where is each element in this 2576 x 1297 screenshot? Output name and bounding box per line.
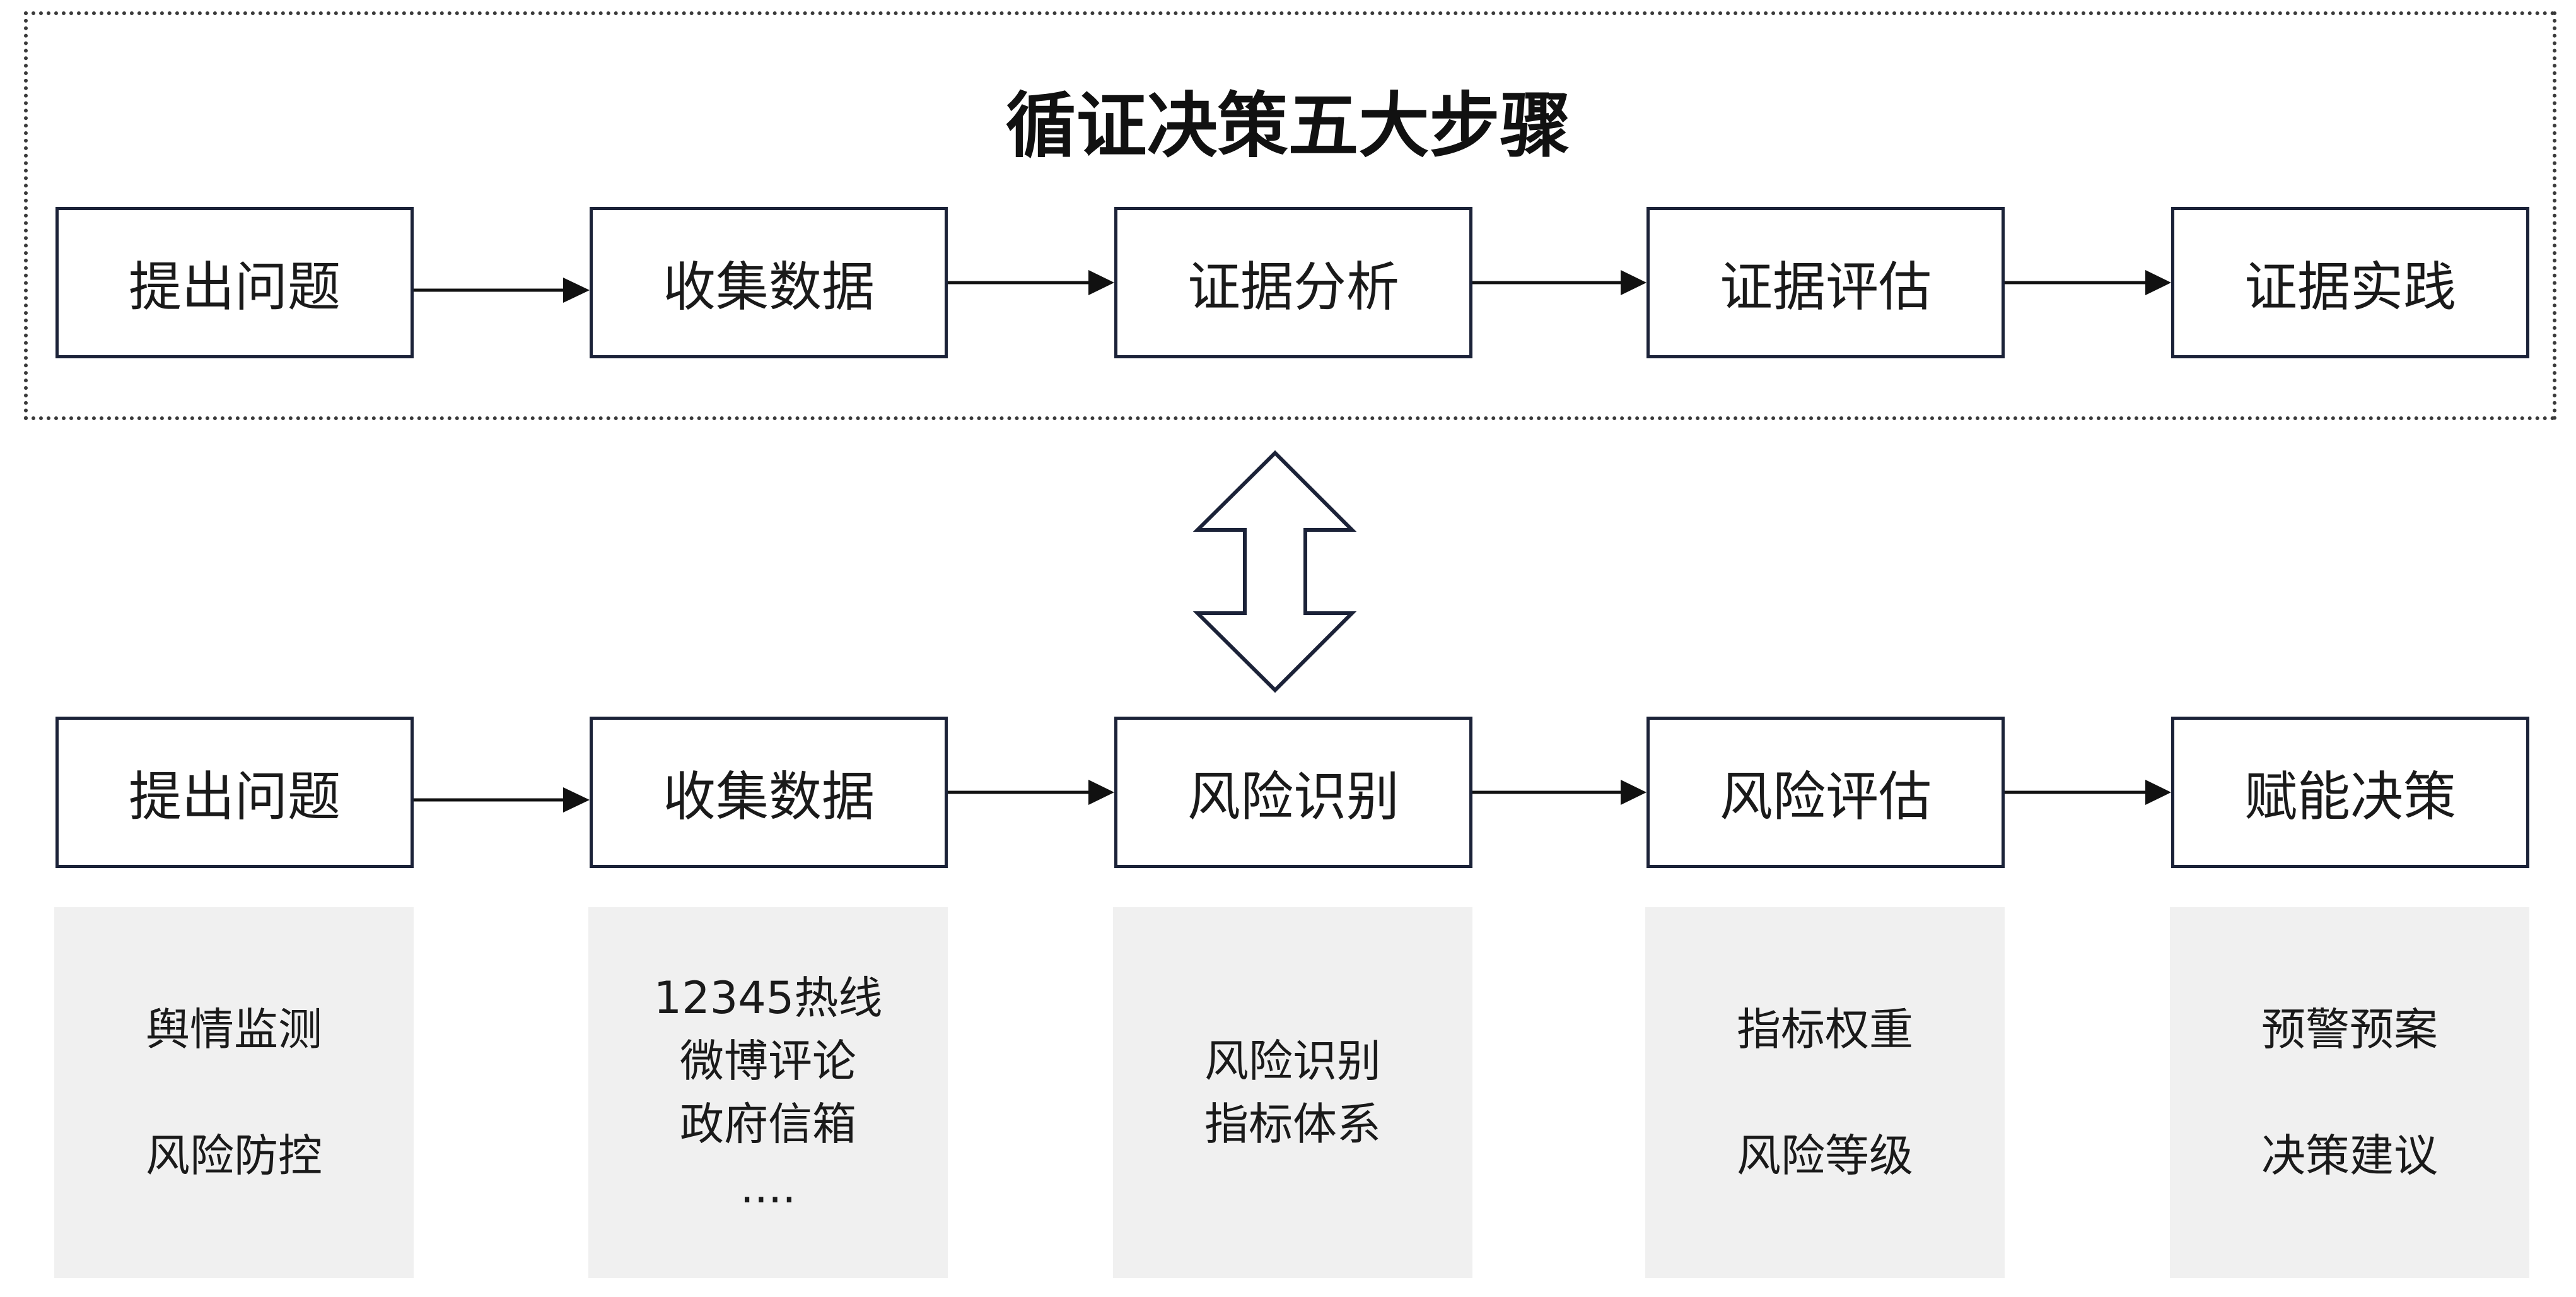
top-arrow-1 [414, 278, 590, 303]
detail-panel-3: 风险识别指标体系 [1113, 907, 1472, 1278]
bidirectional-arrow-icon [1192, 450, 1357, 693]
bottom-step-5-label: 赋能决策 [2244, 765, 2456, 828]
detail-5-line-1: 预警预案 [2261, 1004, 2438, 1055]
bottom-step-1-label: 提出问题 [128, 765, 341, 828]
detail-2-line-4: .... [740, 1161, 796, 1213]
detail-panel-1: 舆情监测风险防控 [54, 907, 414, 1278]
top-step-2: 收集数据 [590, 207, 948, 358]
bottom-step-4: 风险评估 [1646, 717, 2005, 868]
top-step-2-label: 收集数据 [662, 255, 875, 318]
bottom-step-3-label: 风险识别 [1187, 765, 1399, 828]
top-arrow-3 [1472, 270, 1646, 295]
detail-panel-5: 预警预案决策建议 [2170, 907, 2529, 1278]
bottom-step-4-label: 风险评估 [1719, 765, 1932, 828]
diagram-title: 循证决策五大步骤 [1005, 85, 1571, 167]
bottom-arrow-3 [1472, 780, 1646, 805]
bottom-arrow-2 [948, 780, 1114, 805]
detail-1-line-2: 风险防控 [146, 1130, 322, 1182]
bottom-step-2-label: 收集数据 [662, 765, 875, 828]
bottom-step-5: 赋能决策 [2171, 717, 2529, 868]
detail-2-line-2: 微博评论 [680, 1035, 856, 1087]
detail-3-line-2: 指标体系 [1204, 1098, 1381, 1150]
bottom-arrow-1 [414, 787, 590, 813]
top-step-4: 证据评估 [1646, 207, 2005, 358]
top-step-4-label: 证据评估 [1719, 255, 1932, 318]
detail-panel-4: 指标权重风险等级 [1645, 907, 2005, 1278]
bottom-step-3: 风险识别 [1114, 717, 1472, 868]
detail-2-line-1: 12345热线 [653, 972, 883, 1024]
top-step-1-label: 提出问题 [128, 255, 341, 318]
detail-3-line-1: 风险识别 [1204, 1035, 1381, 1087]
bottom-arrow-4 [2005, 780, 2171, 805]
top-step-1: 提出问题 [55, 207, 414, 358]
detail-panel-2: 12345热线微博评论政府信箱.... [588, 907, 948, 1278]
top-arrow-2 [948, 270, 1114, 295]
top-step-5: 证据实践 [2171, 207, 2529, 358]
detail-5-line-2: 决策建议 [2261, 1130, 2438, 1182]
detail-2-line-3: 政府信箱 [680, 1098, 856, 1150]
top-step-5-label: 证据实践 [2244, 255, 2456, 318]
top-arrow-4 [2005, 270, 2171, 295]
detail-1-line-1: 舆情监测 [146, 1004, 322, 1055]
detail-4-line-1: 指标权重 [1737, 1004, 1913, 1055]
detail-4-line-2: 风险等级 [1737, 1130, 1913, 1182]
top-section-frame [24, 11, 2556, 420]
bottom-step-1: 提出问题 [55, 717, 414, 868]
top-step-3: 证据分析 [1114, 207, 1472, 358]
top-step-3-label: 证据分析 [1187, 255, 1399, 318]
bottom-step-2: 收集数据 [590, 717, 948, 868]
